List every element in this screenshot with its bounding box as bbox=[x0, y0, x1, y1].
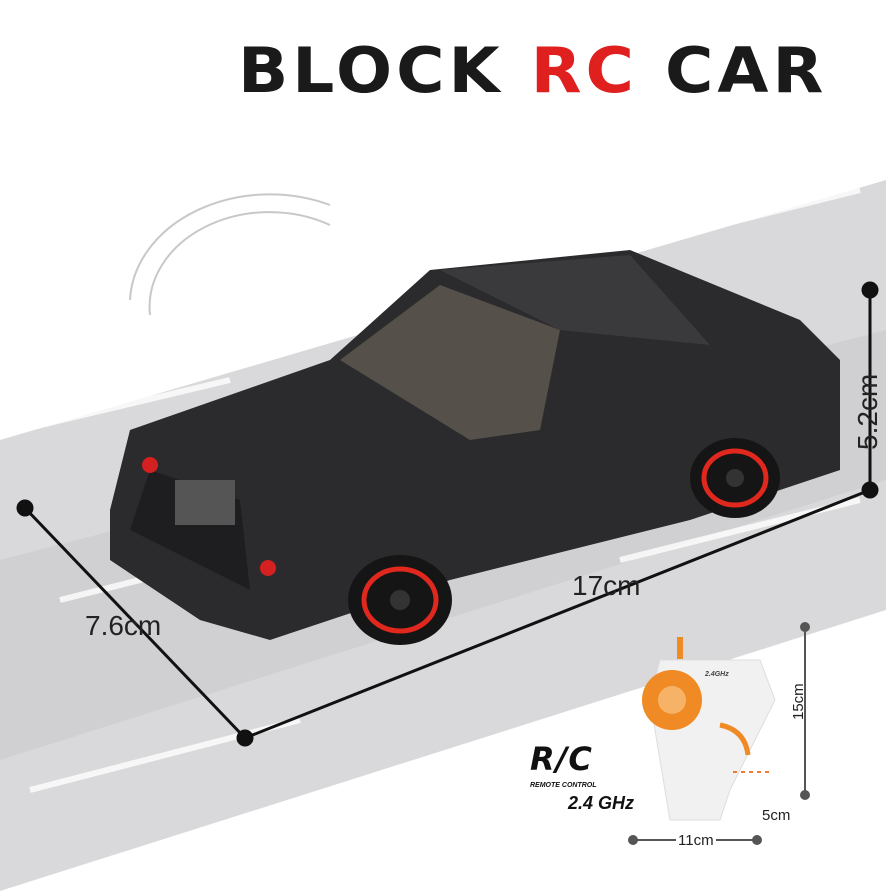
frequency-label: 2.4 GHz bbox=[568, 793, 635, 814]
height-label: 5.2cm bbox=[852, 373, 883, 450]
remote-controller-image bbox=[642, 637, 776, 821]
title-word-block: BLOCK bbox=[238, 33, 504, 108]
front-wheel bbox=[348, 555, 452, 645]
title-word-car: CAR bbox=[664, 33, 828, 108]
car-image bbox=[110, 250, 840, 645]
remote-body-label: 2.4GHz bbox=[705, 671, 729, 678]
title-word-rc: RC bbox=[530, 33, 638, 108]
width-label: 7.6cm bbox=[85, 610, 162, 641]
rear-wheel bbox=[690, 438, 780, 518]
remote-height-label: 15cm bbox=[790, 683, 807, 720]
remote-width-label: 11cm bbox=[676, 832, 716, 849]
road-stripes bbox=[19, 187, 861, 793]
dimension-lines bbox=[16, 281, 879, 747]
rc-caption-control: CONTROL bbox=[561, 782, 597, 790]
rc-logo-mark: R/C bbox=[530, 740, 593, 778]
rc-logo: R/C REMOTE CONTROL 2.4 GHz bbox=[530, 740, 634, 815]
length-label: 17cm bbox=[572, 570, 641, 601]
page-title: BLOCK RC CAR bbox=[238, 39, 827, 103]
rc-caption-remote: REMOTE bbox=[530, 782, 560, 790]
remote-depth-label: 5cm bbox=[762, 807, 791, 824]
speed-gauge-marks bbox=[129, 193, 331, 316]
rc-caption: REMOTE CONTROL bbox=[530, 781, 634, 790]
